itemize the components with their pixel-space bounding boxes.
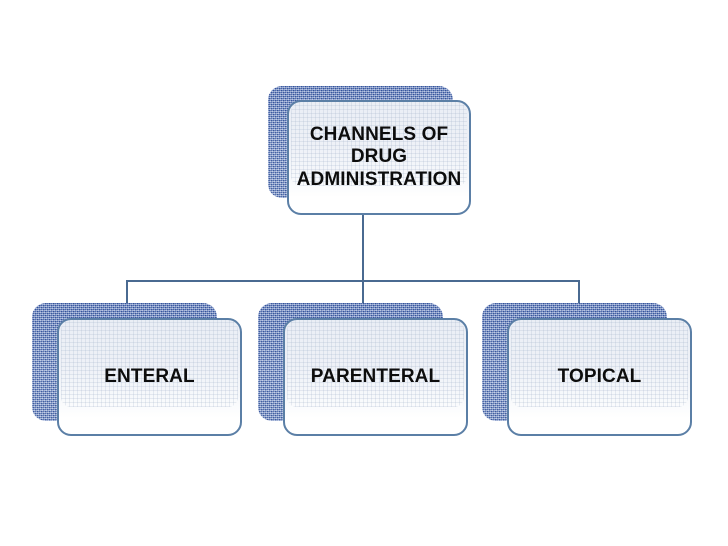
node-label-topical: TOPICAL — [557, 365, 642, 387]
node-face[interactable]: CHANNELS OF DRUG ADMINISTRATION — [287, 100, 471, 215]
node-label-enteral: ENTERAL — [104, 365, 195, 387]
node-label-parenteral: PARENTERAL — [310, 365, 441, 387]
node-channels-of-drug-administration[interactable]: CHANNELS OF DRUG ADMINISTRATION — [268, 86, 471, 215]
node-face[interactable]: PARENTERAL — [283, 318, 468, 436]
connector-drop-topical — [578, 280, 580, 305]
connector-horizontal-bus — [126, 280, 580, 282]
node-label-root: CHANNELS OF DRUG ADMINISTRATION — [296, 124, 462, 190]
connector-root-stem — [362, 215, 364, 282]
connector-drop-parenteral — [362, 280, 364, 305]
node-face[interactable]: TOPICAL — [507, 318, 692, 436]
node-topical[interactable]: TOPICAL — [482, 303, 692, 436]
node-face[interactable]: ENTERAL — [57, 318, 242, 436]
connector-drop-enteral — [126, 280, 128, 305]
node-parenteral[interactable]: PARENTERAL — [258, 303, 468, 436]
node-enteral[interactable]: ENTERAL — [32, 303, 242, 436]
